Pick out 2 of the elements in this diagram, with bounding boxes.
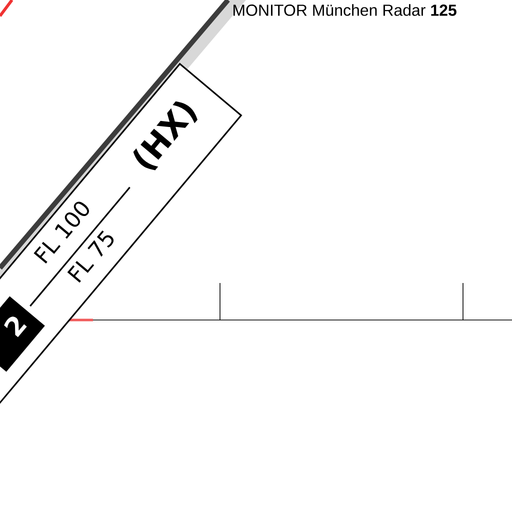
sector-tag: 2 (0, 296, 45, 372)
frequency-label: MONITOR München Radar 125 (234, 4, 456, 16)
